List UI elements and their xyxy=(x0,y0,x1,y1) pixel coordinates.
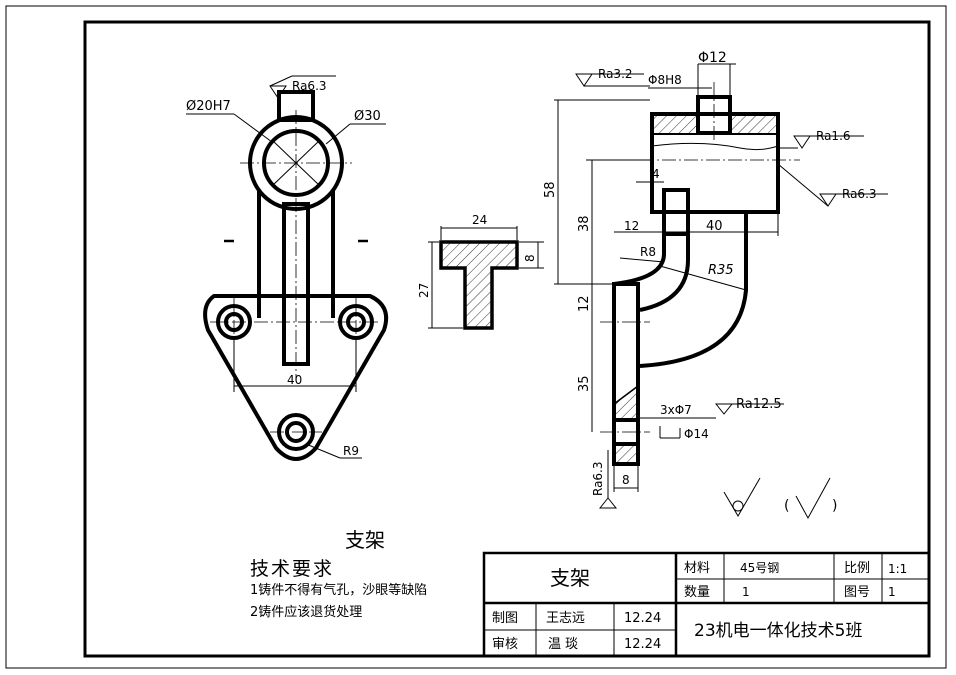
tech-req-heading: 技术要求 xyxy=(250,558,335,580)
scale-label: 比例 xyxy=(844,561,870,576)
side-dim-58: 58 xyxy=(543,181,558,198)
side-ra-63-left: Ra6.3 xyxy=(591,461,605,496)
front-dim-40: 40 xyxy=(287,373,302,387)
quantity-label: 数量 xyxy=(684,585,710,600)
side-dim-8-bottom: 8 xyxy=(622,473,630,487)
drawn-label: 制图 xyxy=(492,611,518,626)
tech-req-item-2: 2铸件应该退货处理 xyxy=(250,605,363,620)
part-name: 支架 xyxy=(550,566,590,590)
symbol-open-paren: ( xyxy=(784,498,789,514)
side-view: 58 38 12 35 4 12 40 R8 R35 8 3xΦ7 Φ14 xyxy=(543,50,888,509)
checked-date: 12.24 xyxy=(624,637,661,652)
side-dim-38: 38 xyxy=(577,215,592,232)
side-dim-4: 4 xyxy=(652,167,660,181)
checked-by: 温 琰 xyxy=(548,637,578,652)
side-dia-8h8: Φ8H8 xyxy=(648,73,682,87)
technical-requirements: 技术要求 1铸件不得有气孔，沙眼等缺陷 2铸件应该退货处理 xyxy=(250,558,427,624)
side-ra-16: Ra1.6 xyxy=(816,129,851,143)
material-label: 材料 xyxy=(684,561,710,576)
scale-value: 1:1 xyxy=(888,562,907,576)
title-block: 支架 材料 45号钢 比例 1:1 数量 1 图号 1 制图 王志远 12.24… xyxy=(482,551,931,658)
section-dim-8: 8 xyxy=(523,254,537,262)
t-section-view: 24 8 27 xyxy=(417,213,544,330)
side-holes: 3xΦ7 xyxy=(660,403,692,417)
drawn-by: 王志远 xyxy=(546,611,585,626)
side-dim-35: 35 xyxy=(577,375,592,392)
drawing-no-value: 1 xyxy=(888,585,896,599)
side-radius-r8: R8 xyxy=(640,245,656,259)
drawn-date: 12.24 xyxy=(624,611,661,626)
side-dia-12: Φ12 xyxy=(698,50,727,66)
symbol-close-paren: ) xyxy=(832,498,837,514)
front-ra-top: Ra6.3 xyxy=(292,79,327,93)
front-radius-r9: R9 xyxy=(343,444,359,458)
outer-border xyxy=(5,5,947,669)
side-ra-32: Ra3.2 xyxy=(598,67,633,81)
side-radius-r35: R35 xyxy=(708,263,734,278)
checked-label: 审核 xyxy=(492,637,518,652)
section-dim-24: 24 xyxy=(472,213,487,227)
side-ra-125: Ra12.5 xyxy=(736,397,782,412)
material-value: 45号钢 xyxy=(740,561,779,575)
drawing-caption: 支架 xyxy=(345,528,385,552)
tech-req-item-1: 1铸件不得有气孔，沙眼等缺陷 xyxy=(250,583,428,598)
side-ra-63-right: Ra6.3 xyxy=(842,187,877,201)
side-dim-12-top: 12 xyxy=(624,219,639,233)
front-dia-outer: Ø30 xyxy=(354,109,381,124)
side-dim-12-side: 12 xyxy=(577,295,592,312)
side-dim-40: 40 xyxy=(706,219,723,234)
organization: 23机电一体化技术5班 xyxy=(694,621,862,641)
drawing-no-label: 图号 xyxy=(844,585,870,600)
general-surface-symbols: ( ) xyxy=(723,477,837,520)
side-counterbore: Φ14 xyxy=(684,427,709,441)
front-view: 40 R9 Ra6.3 Ø20H7 Ø30 xyxy=(186,75,389,461)
front-dia-bore: Ø20H7 xyxy=(186,99,231,114)
quantity-value: 1 xyxy=(742,585,750,599)
section-dim-27: 27 xyxy=(417,283,431,298)
